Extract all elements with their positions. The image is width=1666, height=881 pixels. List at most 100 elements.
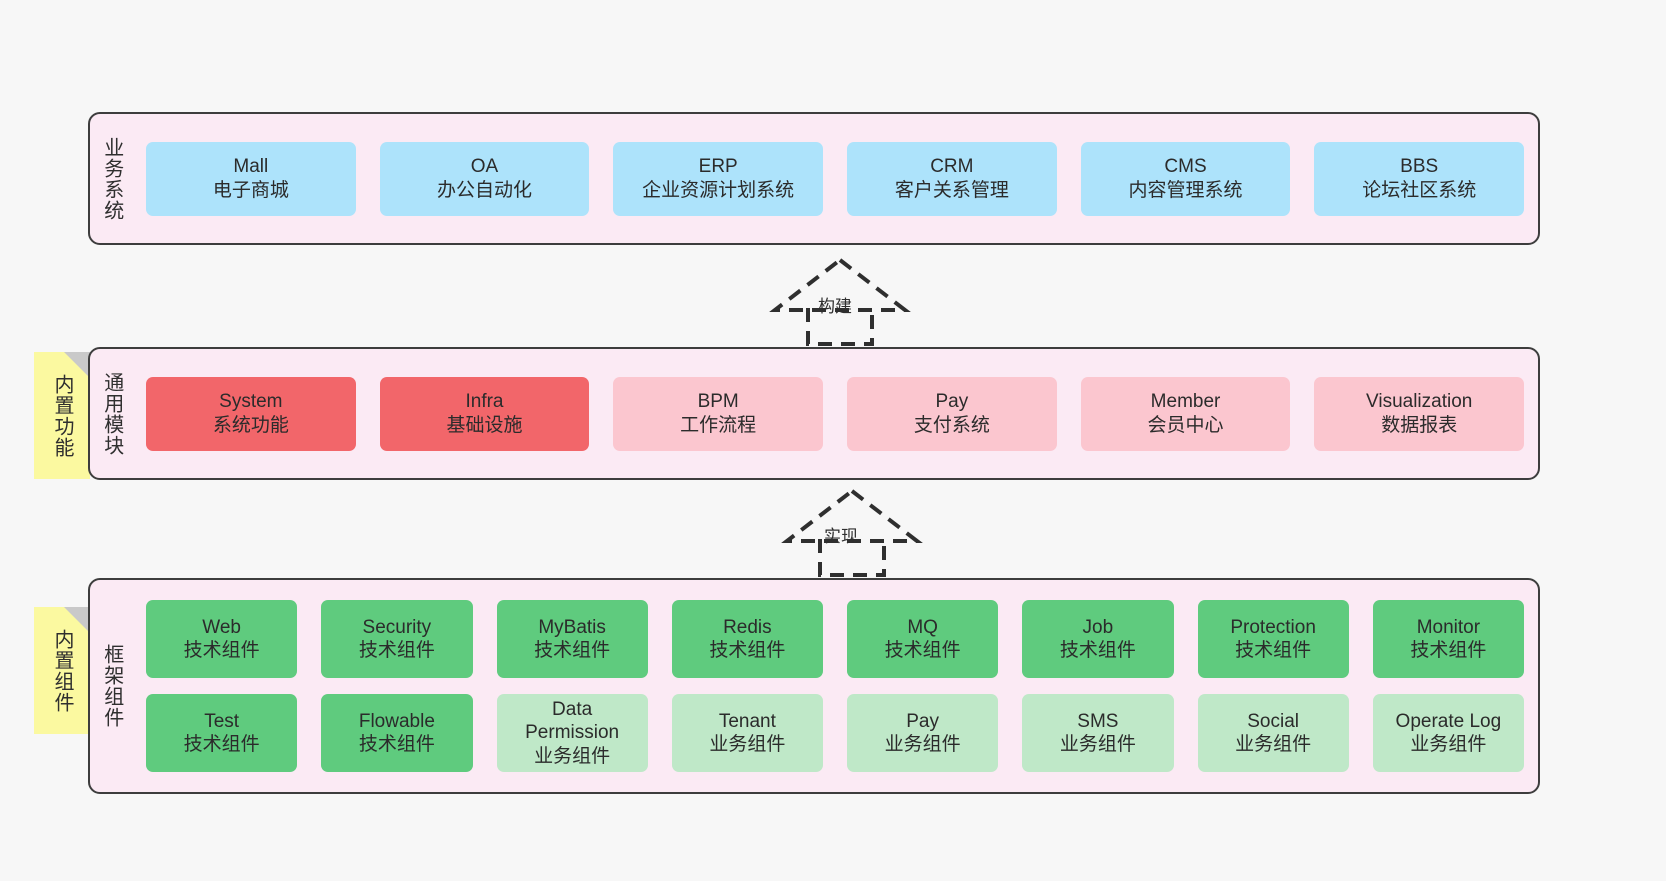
arrowhead-hollow-triangle-icon: [769, 257, 911, 312]
node-tenant-cn: 业务组件: [709, 734, 786, 755]
node-visualization-cn: 数据报表: [1381, 414, 1458, 436]
sticky-note-builtin-component: 内置组件: [34, 607, 90, 734]
node-oa[interactable]: OA 办公自动化: [379, 141, 590, 216]
node-bbs[interactable]: BBS 论坛社区系统: [1314, 141, 1525, 216]
node-web[interactable]: Web 技术组件: [146, 600, 298, 678]
node-protection-en: Protection: [1230, 616, 1316, 638]
node-visualization-en: Visualization: [1366, 391, 1473, 413]
node-protection[interactable]: Protection 技术组件: [1197, 600, 1349, 678]
common-module-row: System 系统功能 Infra 基础设施 BPM 工作流程 Pay 支付系统…: [146, 376, 1525, 451]
node-monitor-en: Monitor: [1416, 616, 1481, 638]
node-security[interactable]: Security 技术组件: [321, 600, 473, 678]
node-pay-component[interactable]: Pay 业务组件: [847, 694, 999, 772]
node-social-en: Social: [1247, 710, 1299, 732]
layer-business-system: 业务系统 Mall 电子商城 OA 办公自动化 ERP 企业资源计划系统 CRM…: [88, 112, 1540, 245]
node-infra-en: Infra: [465, 391, 504, 413]
node-member-cn: 会员中心: [1147, 414, 1224, 436]
node-visualization[interactable]: Visualization 数据报表: [1314, 376, 1525, 451]
node-erp[interactable]: ERP 企业资源计划系统: [613, 141, 824, 216]
node-mq-en: MQ: [907, 616, 938, 638]
layer-business-system-body: Mall 电子商城 OA 办公自动化 ERP 企业资源计划系统 CRM 客户关系…: [132, 114, 1538, 243]
node-data-permission-cn: 业务组件: [534, 745, 611, 767]
node-mq[interactable]: MQ 技术组件: [847, 600, 999, 678]
node-test[interactable]: Test 技术组件: [146, 694, 298, 772]
node-mq-cn: 技术组件: [884, 640, 961, 661]
node-sms-en: SMS: [1077, 710, 1119, 732]
node-monitor-cn: 技术组件: [1410, 640, 1487, 661]
node-oa-en: OA: [470, 156, 499, 178]
node-system[interactable]: System 系统功能: [146, 376, 356, 451]
node-operate-log[interactable]: Operate Log 业务组件: [1372, 694, 1524, 772]
node-infra[interactable]: Infra 基础设施: [379, 376, 590, 451]
node-social-cn: 业务组件: [1235, 734, 1312, 755]
node-data-permission[interactable]: Data Permission 业务组件: [496, 694, 648, 772]
node-sms[interactable]: SMS 业务组件: [1022, 694, 1174, 772]
connector-stem: [806, 308, 874, 346]
arrowhead-hollow-triangle-icon: [781, 488, 923, 543]
node-redis-en: Redis: [723, 616, 772, 638]
node-security-en: Security: [362, 616, 432, 638]
node-crm-en: CRM: [930, 156, 974, 178]
node-erp-cn: 企业资源计划系统: [642, 179, 795, 201]
node-tenant-en: Tenant: [718, 710, 776, 732]
node-bpm[interactable]: BPM 工作流程: [613, 376, 824, 451]
node-cms-en: CMS: [1164, 156, 1207, 178]
node-cms-cn: 内容管理系统: [1128, 179, 1243, 201]
node-mybatis-en: MyBatis: [538, 616, 606, 638]
node-test-en: Test: [204, 710, 240, 732]
connector-build-label: 构建: [818, 297, 852, 316]
node-protection-cn: 技术组件: [1235, 640, 1312, 661]
node-mall-cn: 电子商城: [212, 179, 289, 201]
sticky-note-builtin-component-label: 内置组件: [51, 628, 73, 713]
node-job[interactable]: Job 技术组件: [1022, 600, 1174, 678]
layer-business-system-label: 业务系统: [100, 136, 123, 221]
node-member[interactable]: Member 会员中心: [1080, 376, 1291, 451]
layer-framework-component-label: 框架组件: [100, 644, 123, 728]
folded-corner-icon: [64, 352, 90, 378]
node-pay-module[interactable]: Pay 支付系统: [847, 376, 1057, 451]
node-flowable-cn: 技术组件: [358, 734, 435, 755]
node-monitor[interactable]: Monitor 技术组件: [1372, 600, 1524, 678]
node-tenant[interactable]: Tenant 业务组件: [671, 694, 823, 772]
node-crm[interactable]: CRM 客户关系管理: [847, 141, 1057, 216]
node-pay-component-cn: 业务组件: [884, 734, 961, 755]
node-cms[interactable]: CMS 内容管理系统: [1080, 141, 1291, 216]
node-redis[interactable]: Redis 技术组件: [671, 600, 823, 678]
node-operate-log-en: Operate Log: [1395, 710, 1502, 732]
layer-framework-component: 框架组件 Web 技术组件 Security 技术组件 MyBatis 技术组件…: [88, 578, 1540, 794]
sticky-note-builtin-function-label: 内置功能: [51, 373, 73, 458]
sticky-note-builtin-function: 内置功能: [34, 352, 90, 479]
node-mybatis[interactable]: MyBatis 技术组件: [496, 600, 648, 678]
node-flowable[interactable]: Flowable 技术组件: [321, 694, 473, 772]
folded-corner-icon: [64, 607, 90, 633]
node-web-cn: 技术组件: [183, 640, 260, 661]
node-test-cn: 技术组件: [183, 734, 260, 755]
node-oa-cn: 办公自动化: [437, 179, 533, 201]
node-infra-cn: 基础设施: [446, 414, 523, 436]
connector-stem: [818, 539, 886, 577]
node-operate-log-cn: 业务组件: [1410, 734, 1487, 755]
node-mall[interactable]: Mall 电子商城: [146, 141, 356, 216]
node-security-cn: 技术组件: [358, 640, 435, 661]
node-web-en: Web: [202, 616, 241, 638]
node-job-cn: 技术组件: [1059, 640, 1136, 661]
node-data-permission-en: Data Permission: [525, 699, 620, 744]
node-bpm-en: BPM: [697, 391, 739, 413]
framework-tech-row: Web 技术组件 Security 技术组件 MyBatis 技术组件 Redi…: [146, 600, 1524, 678]
node-social[interactable]: Social 业务组件: [1197, 694, 1349, 772]
node-bpm-cn: 工作流程: [680, 414, 757, 436]
node-system-cn: 系统功能: [212, 414, 289, 436]
layer-common-module-label: 通用模块: [100, 371, 123, 456]
connector-implement: [772, 488, 932, 577]
node-crm-cn: 客户关系管理: [894, 179, 1009, 201]
connector-build: [760, 257, 920, 346]
node-pay-component-en: Pay: [906, 710, 939, 732]
node-mybatis-cn: 技术组件: [534, 640, 611, 661]
node-pay-module-en: Pay: [935, 391, 969, 413]
node-pay-module-cn: 支付系统: [913, 414, 990, 436]
node-job-en: Job: [1082, 616, 1114, 638]
layer-framework-component-body: Web 技术组件 Security 技术组件 MyBatis 技术组件 Redi…: [132, 580, 1538, 792]
layer-common-module: 通用模块 System 系统功能 Infra 基础设施 BPM 工作流程 Pay…: [88, 347, 1540, 480]
connector-implement-label: 实现: [824, 527, 858, 546]
